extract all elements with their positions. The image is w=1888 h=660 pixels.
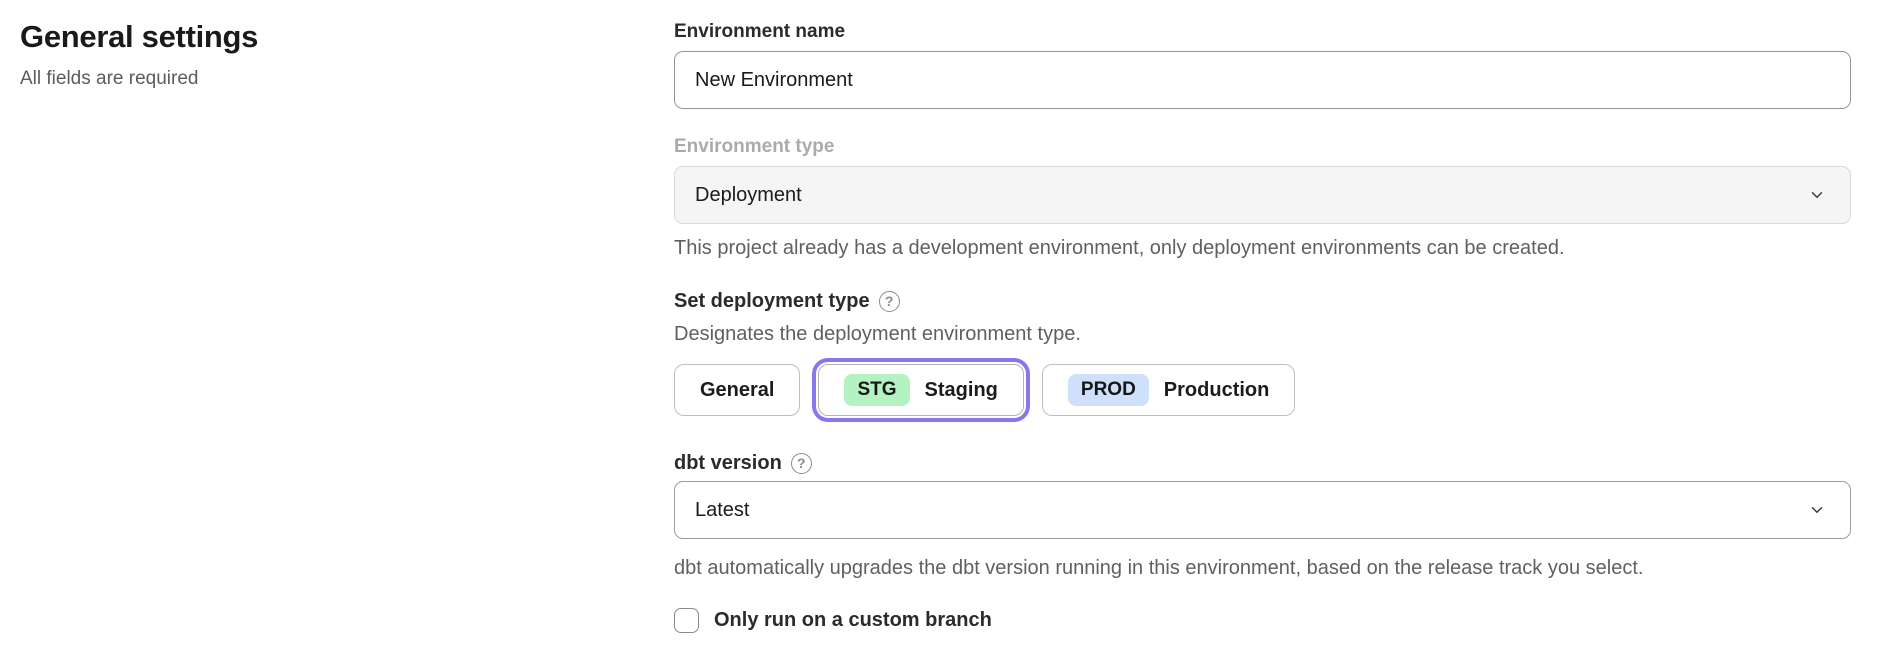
chevron-down-icon	[1808, 186, 1826, 204]
deployment-type-option-production[interactable]: PROD Production	[1041, 364, 1296, 416]
option-label: General	[700, 378, 775, 401]
custom-branch-row: Only run on a custom branch	[674, 608, 1851, 633]
dbt-version-select[interactable]: Latest	[674, 481, 1851, 539]
option-label: Staging	[924, 378, 998, 401]
chevron-down-icon	[1808, 501, 1826, 519]
environment-name-input[interactable]	[674, 51, 1851, 109]
custom-branch-label: Only run on a custom branch	[714, 609, 992, 631]
environment-type-value: Deployment	[695, 183, 802, 206]
deployment-type-option-staging[interactable]: STG Staging	[812, 358, 1030, 422]
environment-type-label: Environment type	[674, 136, 835, 157]
custom-branch-checkbox[interactable]	[674, 608, 699, 633]
dbt-version-helper: dbt automatically upgrades the dbt versi…	[674, 557, 1644, 579]
help-icon[interactable]: ?	[790, 452, 812, 474]
environment-type-helper: This project already has a development e…	[674, 237, 1565, 259]
page-title: General settings	[20, 19, 259, 54]
staging-badge: STG	[844, 374, 910, 406]
environment-type-select: Deployment	[674, 166, 1851, 224]
deployment-type-description: Designates the deployment environment ty…	[674, 323, 1081, 345]
environment-name-label: Environment name	[674, 21, 846, 42]
deployment-type-option-general[interactable]: General	[674, 364, 801, 416]
settings-header: General settings All fields are required	[20, 18, 580, 90]
help-icon[interactable]: ?	[878, 290, 900, 312]
option-label: Production	[1163, 378, 1270, 401]
general-settings-form: Environment name Environment type Deploy…	[674, 20, 1851, 633]
dbt-version-value: Latest	[695, 498, 750, 521]
deployment-type-options: General STG Staging PROD Production	[674, 358, 1851, 422]
deployment-type-label: Set deployment type	[674, 290, 870, 312]
dbt-version-label: dbt version	[674, 452, 782, 474]
page-subtitle: All fields are required	[20, 68, 199, 90]
production-badge: PROD	[1067, 374, 1149, 406]
